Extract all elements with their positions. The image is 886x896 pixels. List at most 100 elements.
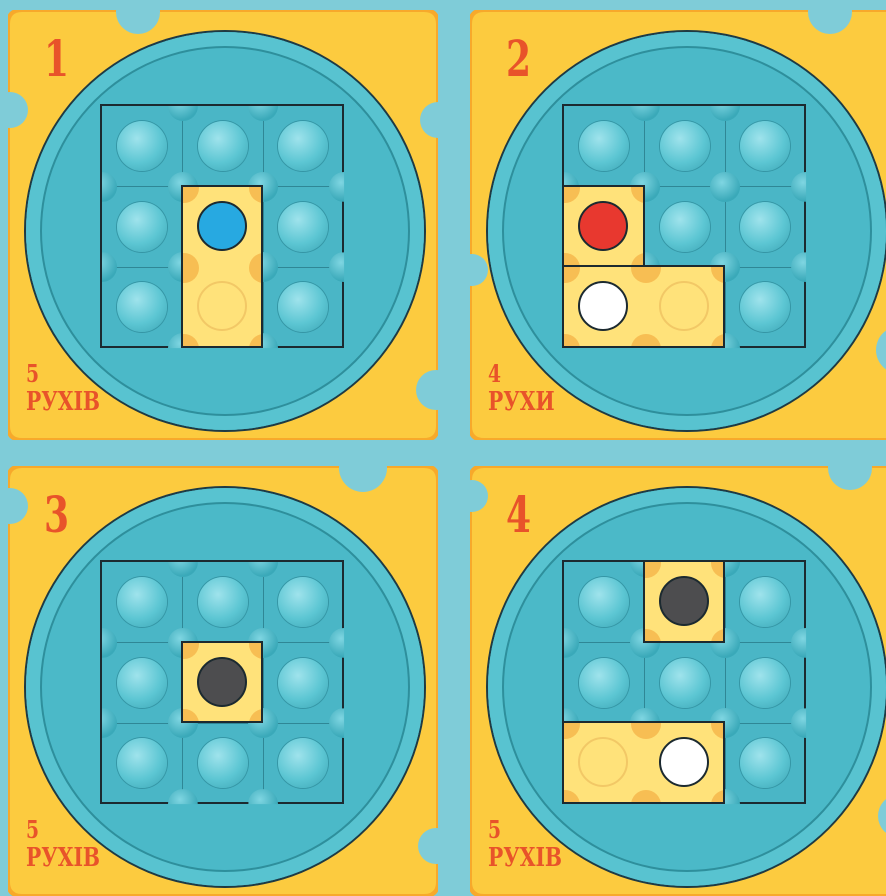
cheese-piece[interactable] bbox=[562, 721, 725, 804]
cell-peg bbox=[278, 202, 328, 252]
moves-count: 5 bbox=[26, 360, 100, 388]
cheese-spot bbox=[181, 709, 199, 723]
grid-cell[interactable] bbox=[102, 106, 183, 187]
cheese-spot bbox=[711, 560, 725, 578]
cell-peg bbox=[278, 738, 328, 788]
cheese-spot bbox=[631, 185, 645, 203]
grid-cell[interactable] bbox=[564, 106, 645, 187]
grid-cell[interactable] bbox=[102, 267, 183, 348]
cheese-piece[interactable] bbox=[181, 641, 264, 724]
grid-cell[interactable] bbox=[102, 643, 183, 724]
grid-cell[interactable] bbox=[102, 723, 183, 804]
cell-peg bbox=[740, 282, 790, 332]
grid-cell[interactable] bbox=[102, 187, 183, 268]
grid-cell[interactable] bbox=[263, 187, 344, 268]
cell-peg bbox=[198, 738, 248, 788]
grid-cell[interactable] bbox=[263, 643, 344, 724]
cheese-piece[interactable] bbox=[181, 185, 264, 348]
cell-peg bbox=[278, 577, 328, 627]
moves-label: 5 РУХІВ bbox=[488, 816, 562, 873]
empty-ball-socket bbox=[659, 281, 709, 331]
puzzle-card-1: 1 5 РУХІВ bbox=[8, 10, 438, 440]
puzzle-number: 3 bbox=[44, 490, 69, 540]
cell-peg bbox=[740, 738, 790, 788]
grid-cell[interactable] bbox=[263, 106, 344, 187]
cell-peg bbox=[740, 658, 790, 708]
grid-cell[interactable] bbox=[645, 106, 726, 187]
dark-ball bbox=[197, 657, 247, 707]
cell-peg bbox=[660, 202, 710, 252]
grid-cell[interactable] bbox=[725, 187, 806, 268]
grid-cell[interactable] bbox=[564, 562, 645, 643]
grid-cell[interactable] bbox=[725, 723, 806, 804]
grid-cell[interactable] bbox=[102, 562, 183, 643]
cheese-spot bbox=[711, 721, 725, 739]
cheese-spot bbox=[562, 790, 580, 804]
grid-cell[interactable] bbox=[725, 106, 806, 187]
cell-peg bbox=[278, 658, 328, 708]
cell-peg bbox=[660, 658, 710, 708]
puzzle-card-4: 4 5 РУХІВ bbox=[470, 466, 886, 896]
cell-peg bbox=[740, 577, 790, 627]
puzzle-number: 4 bbox=[506, 490, 531, 540]
cheese-spot bbox=[562, 721, 580, 739]
puzzle-grid bbox=[562, 560, 806, 804]
cheese-spot bbox=[249, 185, 263, 203]
cheese-piece[interactable] bbox=[562, 265, 725, 348]
grid-cell[interactable] bbox=[263, 267, 344, 348]
cheese-spot bbox=[249, 641, 263, 659]
cell-peg bbox=[117, 738, 167, 788]
cell-peg bbox=[579, 658, 629, 708]
grid-cell[interactable] bbox=[183, 562, 264, 643]
cheese-piece[interactable] bbox=[643, 560, 726, 643]
grid-cell[interactable] bbox=[725, 562, 806, 643]
red-ball bbox=[578, 201, 628, 251]
puzzle-grid bbox=[562, 104, 806, 348]
cell-peg bbox=[198, 577, 248, 627]
cheese-piece[interactable] bbox=[562, 185, 645, 268]
cheese-spot bbox=[711, 334, 725, 348]
moves-count: 4 bbox=[488, 360, 555, 388]
cell-peg bbox=[278, 282, 328, 332]
white-ball bbox=[578, 281, 628, 331]
grid-cell[interactable] bbox=[263, 723, 344, 804]
moves-label: 5 РУХІВ bbox=[26, 360, 100, 417]
empty-ball-socket bbox=[197, 281, 247, 331]
cell-peg bbox=[660, 121, 710, 171]
grid-cell[interactable] bbox=[263, 562, 344, 643]
cheese-spot bbox=[643, 560, 661, 578]
cell-peg bbox=[117, 577, 167, 627]
puzzle-card-3: 3 5 РУХІВ bbox=[8, 466, 438, 896]
blue-ball bbox=[197, 201, 247, 251]
cheese-spot bbox=[181, 253, 199, 283]
cell-peg bbox=[278, 121, 328, 171]
puzzle-number: 2 bbox=[506, 34, 531, 84]
cheese-spot bbox=[249, 334, 263, 348]
grid-cell[interactable] bbox=[183, 723, 264, 804]
cell-peg bbox=[198, 121, 248, 171]
moves-count: 5 bbox=[26, 816, 100, 844]
cheese-spot bbox=[631, 265, 661, 283]
cheese-spot bbox=[181, 185, 199, 203]
cheese-spot bbox=[631, 790, 661, 804]
grid-cell[interactable] bbox=[564, 643, 645, 724]
puzzle-card-2: 2 4 РУХИ bbox=[470, 10, 886, 440]
grid-cell[interactable] bbox=[725, 643, 806, 724]
cheese-spot bbox=[249, 253, 263, 283]
cell-peg bbox=[579, 577, 629, 627]
dark-ball bbox=[659, 576, 709, 626]
puzzle-grid bbox=[100, 560, 344, 804]
cheese-spot bbox=[181, 641, 199, 659]
cell-peg bbox=[117, 658, 167, 708]
grid-node bbox=[710, 172, 740, 202]
cell-peg bbox=[117, 282, 167, 332]
grid-cell[interactable] bbox=[183, 106, 264, 187]
moves-word: РУХІВ bbox=[488, 844, 562, 874]
moves-label: 4 РУХИ bbox=[488, 360, 555, 417]
grid-cell[interactable] bbox=[725, 267, 806, 348]
white-ball bbox=[659, 737, 709, 787]
cheese-spot bbox=[562, 185, 580, 203]
moves-word: РУХІВ bbox=[26, 388, 100, 418]
cheese-spot bbox=[631, 334, 661, 348]
